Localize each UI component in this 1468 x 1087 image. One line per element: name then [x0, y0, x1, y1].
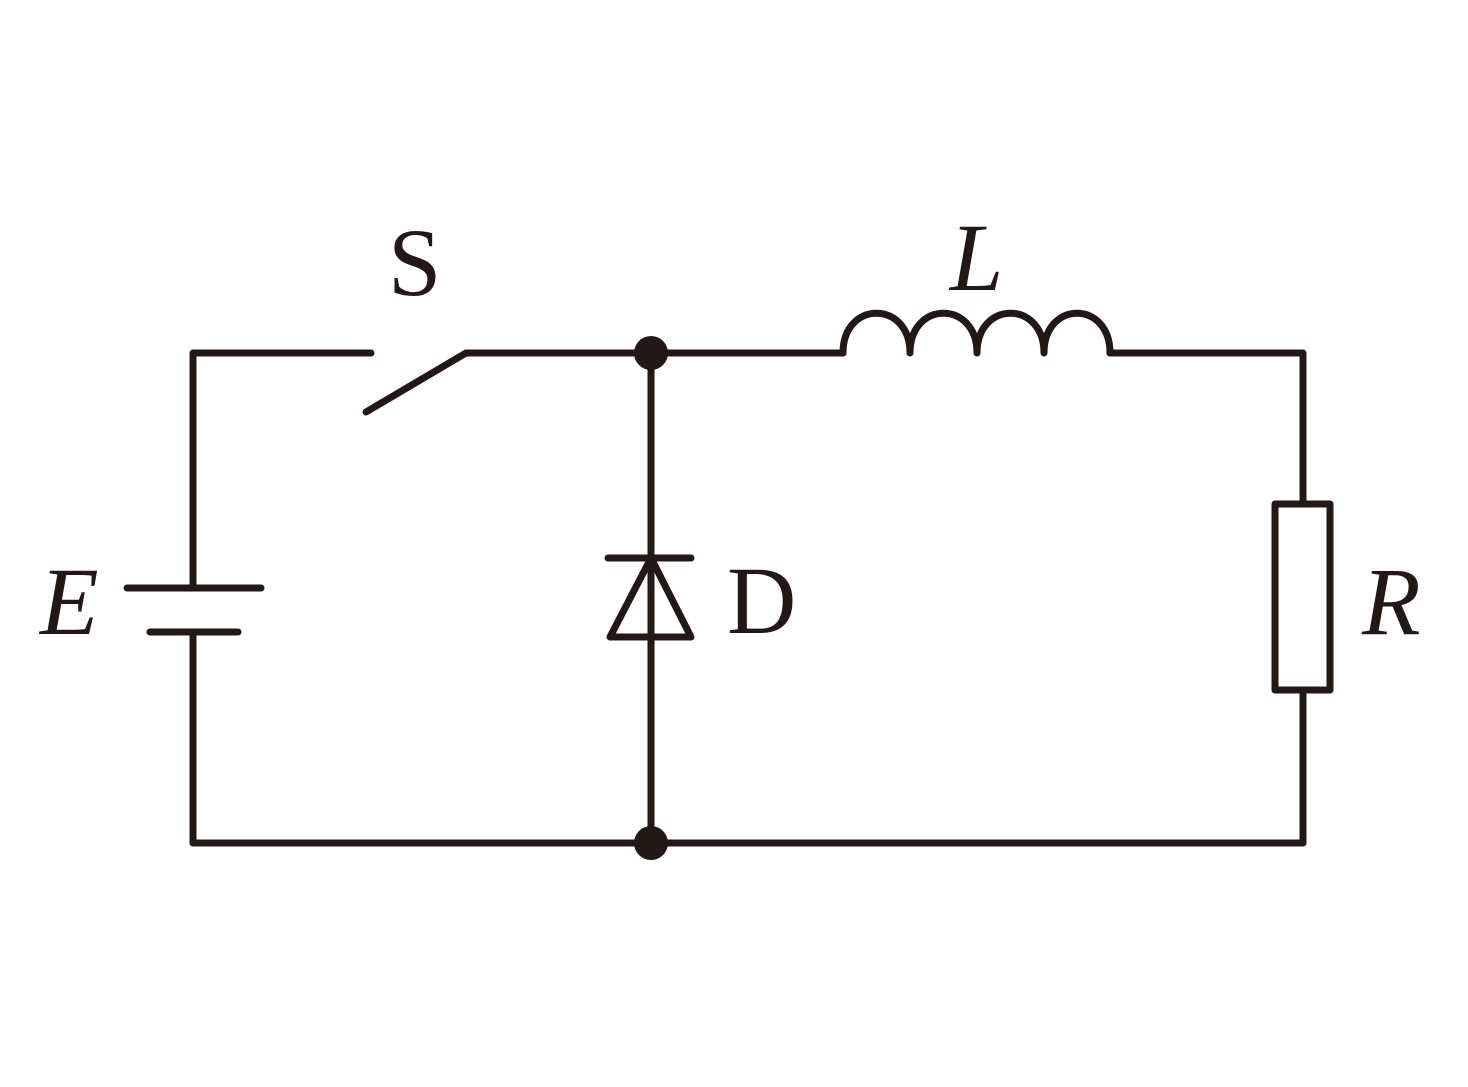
label-inductor-l: L	[948, 204, 1003, 311]
inductor-l	[647, 309, 1307, 508]
inductor-coil	[839, 309, 1114, 357]
label-diode-d: D	[727, 547, 796, 654]
label-battery-e: E	[38, 548, 99, 655]
wire-inductor-to-right	[1106, 349, 1307, 508]
wire-left-upper	[189, 349, 375, 592]
label-switch-s: S	[388, 209, 441, 316]
resistor-r	[647, 500, 1334, 847]
wire-right-lower	[647, 686, 1307, 847]
label-resistor-r: R	[1361, 548, 1421, 655]
switch-blade	[362, 349, 470, 416]
switch-s	[362, 349, 655, 416]
resistor-body	[1271, 500, 1334, 694]
diode-d	[604, 349, 695, 847]
wire-left-lower	[189, 628, 655, 847]
battery-e	[123, 349, 655, 847]
